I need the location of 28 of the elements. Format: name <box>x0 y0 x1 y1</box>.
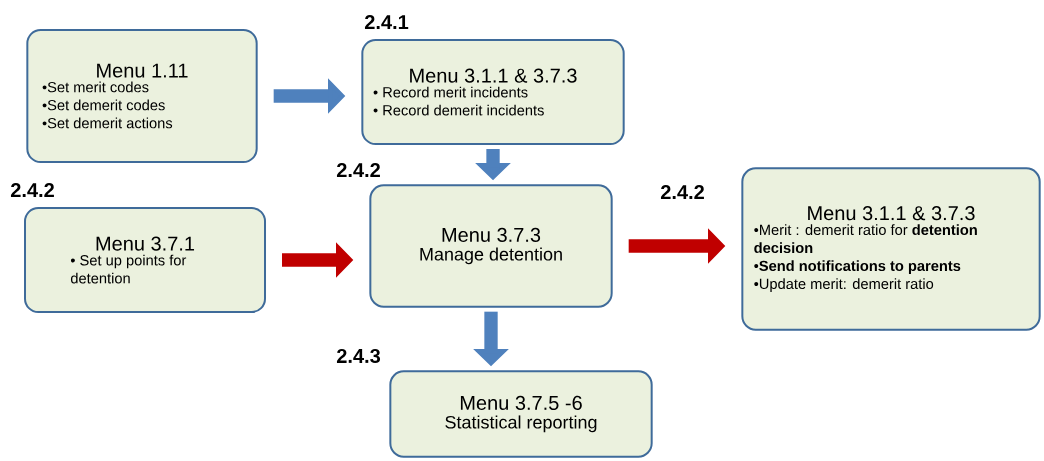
bullet-text: •Update merit: demerit ratio <box>754 278 934 292</box>
bullet-text: •Set merit codes <box>42 81 149 93</box>
heading-text: Menu 1.11 <box>97 63 188 78</box>
subtitle-text: Manage detention <box>420 247 562 265</box>
section-number: 2.4.3 <box>336 348 381 364</box>
bullet-text: • Record demerit incidents <box>373 104 544 116</box>
bullet-text: • Record merit incidents <box>373 86 528 98</box>
bullet-text: •Set demerit actions <box>42 117 173 129</box>
menu-box <box>369 184 613 308</box>
menu-box <box>741 167 1041 331</box>
heading-text: Menu 3.7.3 <box>442 227 541 242</box>
section-number: 2.4.2 <box>10 183 54 197</box>
section-number: 2.4.1 <box>364 15 409 29</box>
bullet-text: • Set up points for detention <box>70 254 187 284</box>
heading-text: Menu 3.7.1 <box>96 236 195 251</box>
menu-box <box>361 39 625 145</box>
heading-text: Menu 3.1.1 & 3.7.3 <box>410 68 577 83</box>
heading-text: Menu 3.7.5 -6 <box>460 395 582 410</box>
heading-text: Menu 3.1.1 & 3.7.3 <box>808 206 975 221</box>
subtitle-text: Statistical reporting <box>445 415 597 433</box>
menu-box <box>24 207 266 313</box>
section-number: 2.4.2 <box>660 185 704 199</box>
bullet-text: •Send notifications to parents <box>754 260 961 274</box>
menu-box <box>389 370 653 458</box>
bullet-text: •Merit : demerit ratio for detention decision <box>754 224 977 253</box>
section-number: 2.4.2 <box>336 163 380 177</box>
menu-box <box>26 29 258 163</box>
bullet-text: •Set demerit codes <box>42 99 165 111</box>
